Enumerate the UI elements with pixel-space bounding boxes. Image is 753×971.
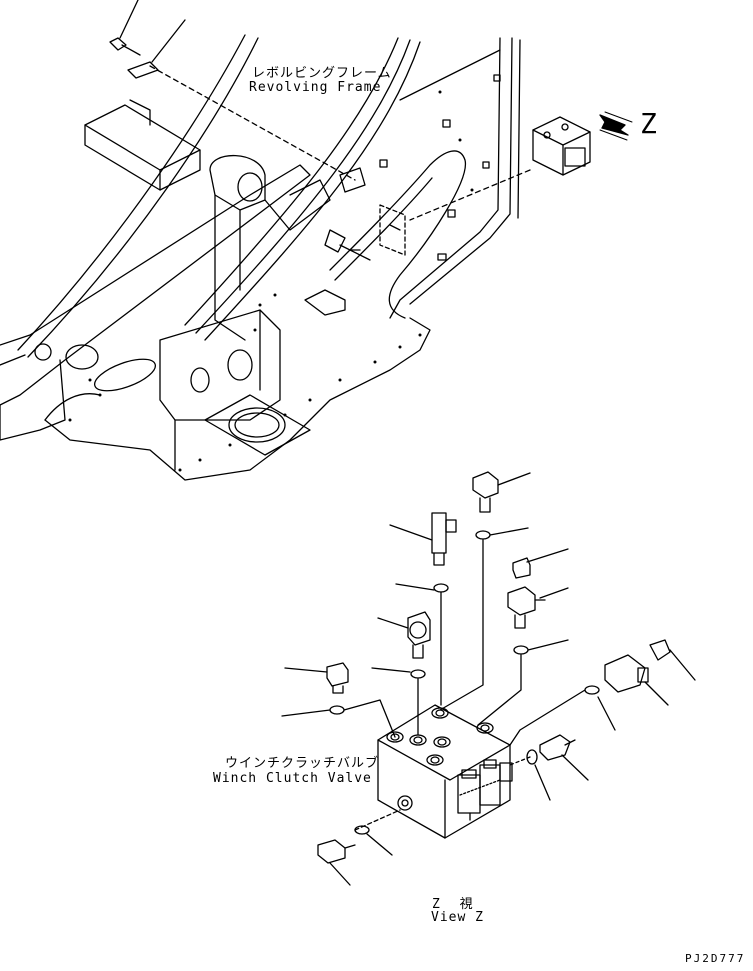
view-arrow-letter: Z: [640, 107, 657, 140]
winch-clutch-valve-label-en: Winch Clutch Valve: [213, 771, 372, 786]
valve-block: [377, 704, 513, 839]
drawing-number: PJ2D777: [685, 952, 746, 965]
view-z-label-jp: Z 視: [432, 897, 474, 912]
winch-clutch-valve-label-jp: ウインチクラッチバルブ: [225, 756, 380, 771]
revolving-frame-label-jp: レボルビングフレーム: [252, 66, 392, 81]
revolving-frame-label-en: Revolving Frame: [249, 80, 382, 95]
revolving-frame: [0, 0, 521, 481]
view-z-label-en: View Z: [431, 910, 484, 925]
valve-fittings: [281, 471, 696, 886]
winch-clutch-valve-mounted: [409, 111, 633, 221]
